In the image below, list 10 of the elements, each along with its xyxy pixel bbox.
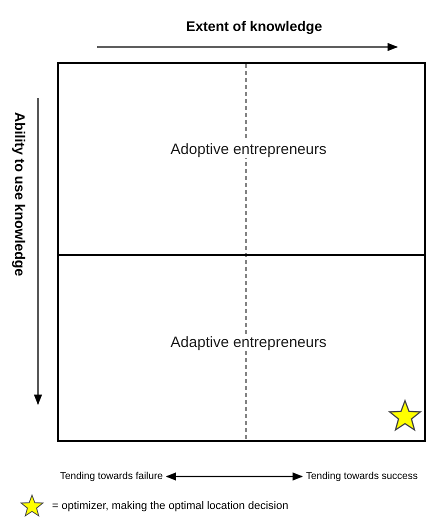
quadrant-band xyxy=(57,255,426,442)
scale-label: Tending towards failure xyxy=(60,471,163,482)
double-arrow xyxy=(166,472,304,481)
quadrant-band xyxy=(57,62,426,256)
axis-title: Extent of knowledge xyxy=(186,18,322,34)
band-label: Adaptive entrepreneurs xyxy=(170,334,326,350)
band-label: Adoptive entrepreneurs xyxy=(170,140,326,158)
legend-text: = optimizer, making the optimal location decision xyxy=(52,500,288,512)
scale-label: Tending towards success xyxy=(306,471,418,482)
axis-title: Ability to use knowledge xyxy=(12,112,28,276)
